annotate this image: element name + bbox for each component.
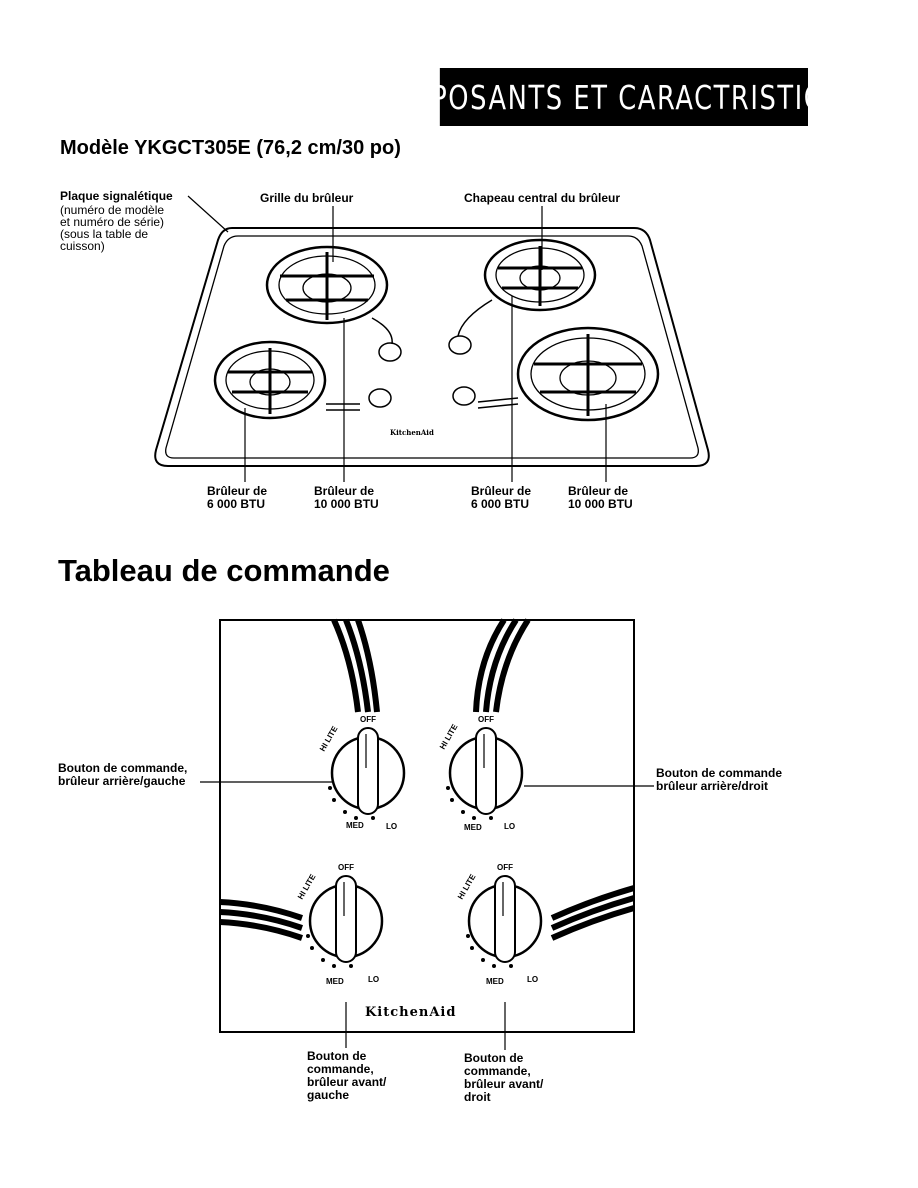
knob-rr-off: OFF (478, 715, 494, 724)
knob-label-rear-left: Bouton de commande,brûleur arrière/gauch… (58, 761, 188, 788)
control-panel-frame (219, 619, 635, 1033)
burner-front-left (213, 340, 327, 420)
knob-rr-lo: LO (504, 822, 515, 831)
burner-rear-left (265, 245, 389, 325)
knob-rr-med: MED (464, 823, 482, 832)
knob-fl-lite: HI LITE (296, 872, 318, 901)
panel-brand: KitchenAid (365, 1005, 456, 1020)
knob-rl-med: MED (346, 821, 364, 830)
burner-rear-right (483, 238, 597, 312)
grate-label: Grille du brûleur (260, 191, 354, 205)
rating-plate-label: Plaque signalétique (60, 189, 173, 203)
cooktop-outline (154, 227, 710, 467)
knob-fr-med: MED (486, 977, 504, 986)
burner-front-right (516, 326, 660, 422)
section-banner: COMPOSANTS ET CARACTRISTIQUES (366, 68, 880, 126)
knob-fl-med: MED (326, 977, 344, 986)
knob-fl-off: OFF (338, 863, 354, 872)
cap-label: Chapeau central du brûleur (464, 191, 621, 205)
cooktop-brand: KitchenAid (390, 428, 434, 437)
knob-fr-lo: LO (527, 975, 538, 984)
knob-fr-lite: HI LITE (456, 872, 478, 901)
cooktop-inner-outline (165, 235, 699, 459)
model-title: Modèle YKGCT305E (76,2 cm/30 po) (60, 137, 401, 159)
knob-rl-lite: HI LITE (318, 724, 340, 753)
knob-fl-lo: LO (368, 975, 379, 984)
rating-plate-details: (numéro de modèle et numéro de série) (s… (60, 203, 165, 253)
control-panel-title: Tableau de commande (58, 553, 390, 588)
knob-fr-off: OFF (497, 863, 513, 872)
knob-rl-off: OFF (360, 715, 376, 724)
knob-rr-lite: HI LITE (438, 722, 460, 751)
knob-rl-lo: LO (386, 822, 397, 831)
